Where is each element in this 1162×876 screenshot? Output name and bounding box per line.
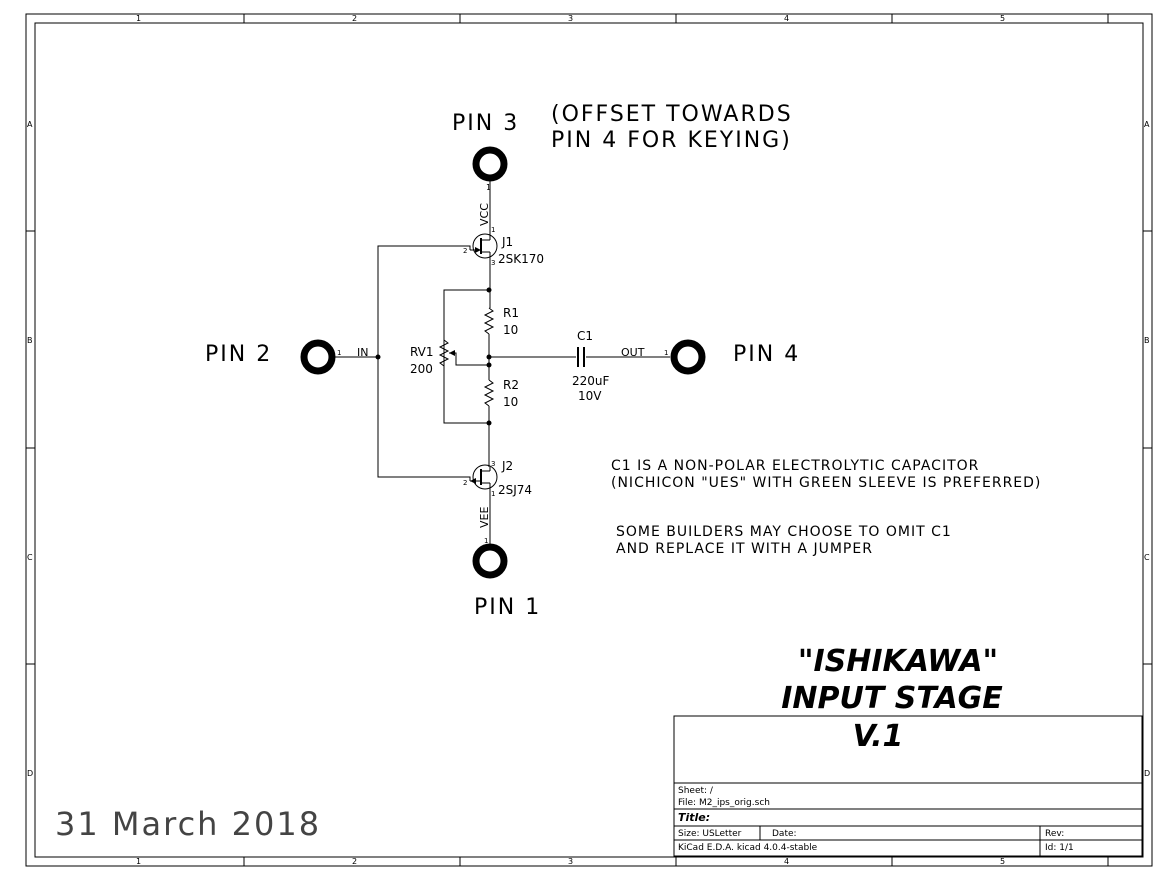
j2-value: 2SJ74 (498, 483, 532, 497)
j1-pin-s: 3 (491, 259, 495, 267)
c1-capacitor[interactable] (577, 347, 585, 367)
row-label-right-d: D (1144, 769, 1150, 778)
date-text: 31 March 2018 (55, 805, 321, 843)
tb-id: Id: 1/1 (1045, 843, 1074, 853)
rv1-value: 200 (410, 362, 433, 376)
rv1-ref: RV1 (410, 345, 434, 359)
j2-pin-g: 2 (463, 479, 467, 487)
col-label-top-4: 4 (784, 14, 789, 23)
title-line3: V.1 (853, 719, 904, 754)
c1-note-line1: C1 IS A NON-POLAR ELECTROLYTIC CAPACITOR (611, 458, 979, 474)
row-ticks (26, 230, 1152, 665)
j1-jfet-symbol[interactable] (470, 232, 498, 262)
col-label-bottom-4: 4 (784, 857, 789, 866)
out-net-label: OUT (621, 346, 645, 359)
pin1-pad[interactable] (472, 543, 508, 579)
junction-in (375, 354, 381, 360)
pin2-number: 1 (337, 349, 341, 357)
col-label-top-1: 1 (136, 14, 141, 23)
c1-note-line2: (NICHICON "UES" WITH GREEN SLEEVE IS PRE… (611, 475, 1041, 491)
rv1-potentiometer[interactable] (438, 339, 450, 367)
j2-pin-d: 1 (491, 490, 495, 498)
col-label-bottom-1: 1 (136, 857, 141, 866)
row-label-left-b: B (27, 336, 33, 345)
pin2-pad[interactable] (300, 339, 336, 375)
col-label-bottom-3: 3 (568, 857, 573, 866)
c1-voltage: 10V (578, 389, 602, 403)
j1-pin-d: 1 (491, 226, 495, 234)
pin3-label: PIN 3 (452, 111, 519, 136)
tb-size: Size: USLetter (678, 829, 742, 839)
j2-ref: J2 (501, 459, 513, 473)
r2-ref: R2 (503, 378, 519, 392)
pin4-label: PIN 4 (733, 342, 800, 367)
row-label-left-d: D (27, 769, 33, 778)
title-line2: INPUT STAGE (781, 681, 1003, 716)
pin4-pad[interactable] (670, 339, 706, 375)
r2-value: 10 (503, 395, 518, 409)
col-label-bottom-2: 2 (352, 857, 357, 866)
pin4-number: 1 (664, 349, 668, 357)
row-label-right-a: A (1144, 120, 1150, 129)
r2-resistor[interactable] (483, 379, 495, 407)
rv1-bypass-wire (443, 289, 489, 424)
column-ticks (243, 14, 1109, 866)
vee-net-label: VEE (478, 507, 491, 528)
offset-note-line2: PIN 4 FOR KEYING) (551, 128, 792, 153)
junction-r2-bottom (486, 420, 492, 426)
r1-resistor[interactable] (483, 307, 495, 335)
pin3-number: 1 (486, 183, 491, 192)
pin3-pad[interactable] (472, 146, 508, 182)
col-label-top-3: 3 (568, 14, 573, 23)
tb-tool: KiCad E.D.A. kicad 4.0.4-stable (678, 843, 818, 853)
j2-pin-s: 3 (491, 460, 495, 468)
tb-sheet: Sheet: / (678, 786, 714, 796)
in-net-label: IN (357, 346, 368, 359)
pin2-label: PIN 2 (205, 342, 272, 367)
outer-border (25, 13, 1153, 867)
offset-note-line1: (OFFSET TOWARDS (551, 102, 793, 127)
j1-ref: J1 (501, 235, 513, 249)
row-label-right-b: B (1144, 336, 1150, 345)
j1-value: 2SK170 (498, 252, 544, 266)
j2-jfet-symbol[interactable] (470, 464, 498, 493)
row-label-left-a: A (27, 120, 33, 129)
tb-date: Date: (772, 829, 797, 839)
col-label-top-5: 5 (1000, 14, 1005, 23)
r1-value: 10 (503, 323, 518, 337)
gate-bus-wire (377, 245, 471, 481)
vcc-net-label: VCC (478, 203, 491, 226)
junction-wiper-node (486, 362, 492, 368)
r1-ref: R1 (503, 306, 519, 320)
row-label-right-c: C (1144, 553, 1150, 562)
title-line1: "ISHIKAWA" (798, 644, 998, 679)
tb-rev: Rev: (1045, 829, 1064, 839)
col-label-top-2: 2 (352, 14, 357, 23)
omit-note-line2: AND REPLACE IT WITH A JUMPER (616, 541, 873, 557)
pin1-number: 1 (484, 537, 488, 545)
col-label-bottom-5: 5 (1000, 857, 1005, 866)
c1-ref: C1 (577, 329, 593, 343)
title-block (673, 715, 1143, 857)
inner-border (34, 22, 1144, 858)
pin1-label: PIN 1 (474, 595, 541, 620)
tb-title: Title: (678, 811, 710, 824)
omit-note-line1: SOME BUILDERS MAY CHOOSE TO OMIT C1 (616, 524, 952, 540)
j1-pin-g: 2 (463, 247, 467, 255)
rv1-wiper-arrow (449, 350, 455, 356)
c1-value: 220uF (572, 374, 610, 388)
row-label-left-c: C (27, 553, 33, 562)
tb-file: File: M2_ips_orig.sch (678, 798, 770, 808)
